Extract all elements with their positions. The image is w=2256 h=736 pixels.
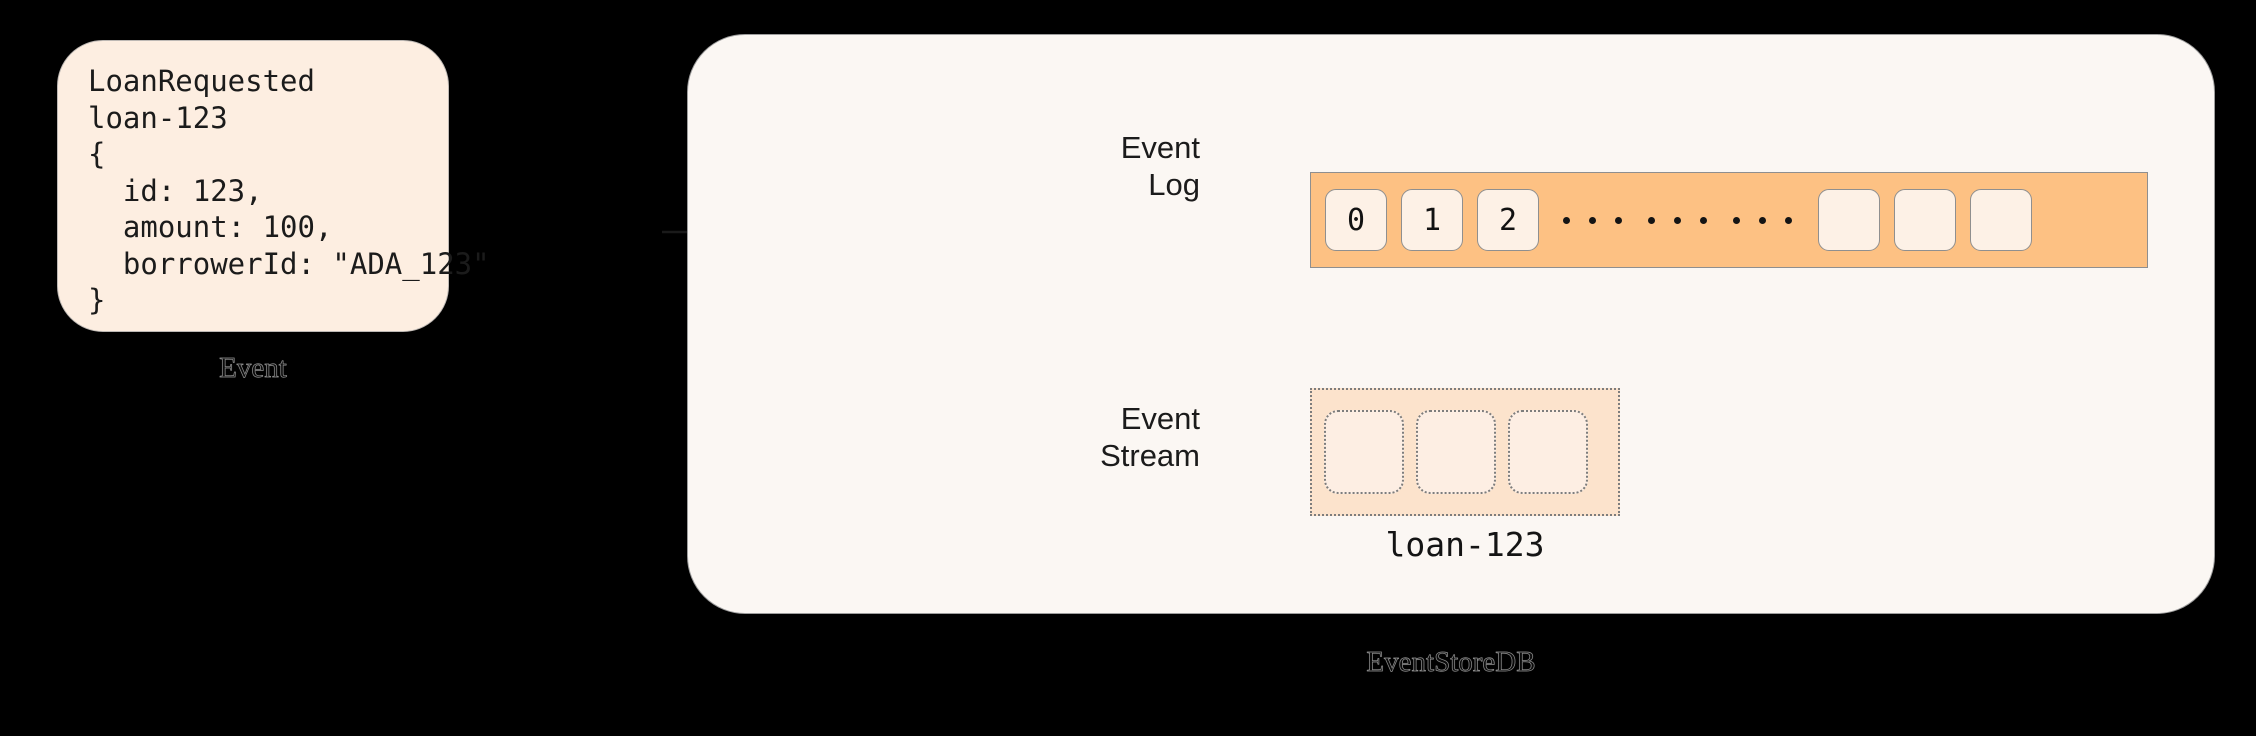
event-log-cell-empty — [1894, 189, 1956, 251]
event-log-cell: 0 — [1325, 189, 1387, 251]
ellipsis-dot — [1759, 216, 1766, 224]
event-card-payload: LoanRequested loan-123 { id: 123, amount… — [88, 64, 490, 317]
event-card: LoanRequested loan-123 { id: 123, amount… — [57, 40, 490, 332]
event-log-label: Event Log — [1120, 130, 1200, 202]
event-log-cell-empty — [1818, 189, 1880, 251]
eventstoredb-caption: EventStoreDB — [1366, 646, 1536, 679]
ellipsis-group — [1733, 216, 1792, 224]
event-log-cell-empty — [1970, 189, 2032, 251]
event-log-ellipsis — [1563, 216, 1792, 224]
ellipsis-group — [1648, 216, 1707, 224]
ellipsis-group — [1563, 216, 1622, 224]
event-stream-box — [1310, 388, 1620, 516]
event-log-cell: 2 — [1477, 189, 1539, 251]
event-stream-label: Event Stream — [1100, 401, 1200, 473]
ellipsis-dot — [1563, 216, 1570, 224]
event-stream-name: loan-123 — [1385, 525, 1545, 564]
ellipsis-dot — [1733, 216, 1740, 224]
ellipsis-dot — [1589, 216, 1596, 224]
ellipsis-dot — [1674, 216, 1681, 224]
event-stream-cell — [1508, 410, 1588, 494]
ellipsis-dot — [1785, 216, 1792, 224]
ellipsis-dot — [1700, 216, 1707, 224]
ellipsis-dot — [1615, 216, 1622, 224]
ellipsis-dot — [1648, 216, 1655, 224]
event-stream-cell — [1324, 410, 1404, 494]
event-log-bar: 0 1 2 — [1310, 172, 2148, 268]
event-card-caption: Event — [219, 352, 287, 385]
event-log-cell: 1 — [1401, 189, 1463, 251]
event-stream-cell — [1416, 410, 1496, 494]
eventstoredb-container — [687, 34, 2215, 614]
